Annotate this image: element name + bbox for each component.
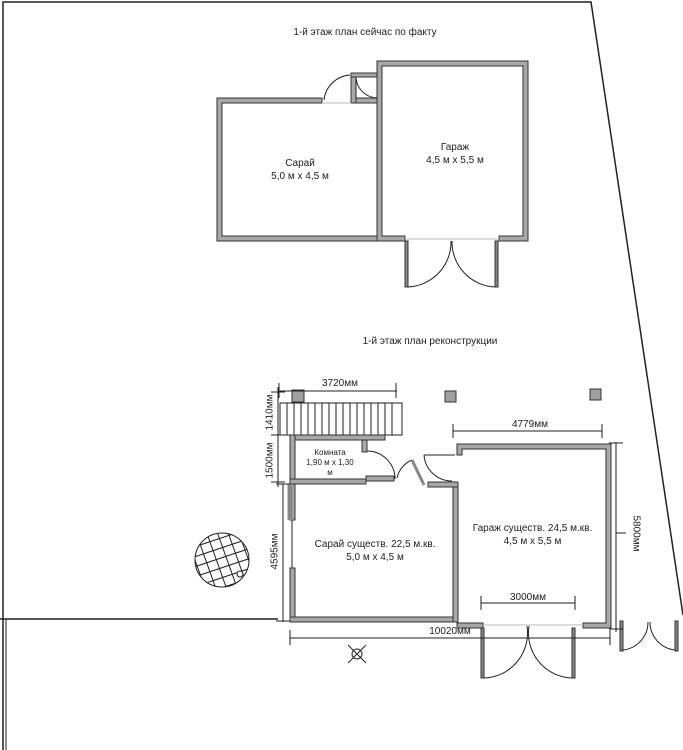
- dim-gate-width: 3000мм: [510, 592, 546, 603]
- dim-shed-depth: 4595мм: [269, 533, 281, 570]
- dim-total-width: 10020мм: [429, 626, 471, 637]
- current-shed-size: 5,0 м x 4,5 м: [271, 171, 329, 182]
- current-shed-name: Сарай: [285, 158, 315, 169]
- shed-window: [287, 484, 293, 568]
- dimension-lines: [271, 383, 626, 645]
- reconstruction-plan-title: 1-й этаж план реконструкции: [362, 336, 498, 347]
- pillars: [291, 388, 602, 403]
- room-name: Комната: [314, 448, 346, 457]
- dim-garage-depth: 5800мм: [630, 515, 642, 552]
- round-grid-icon: [194, 532, 250, 588]
- reconstruction-walls: [289, 434, 612, 629]
- reconstruction-shed-size: 5,0 м x 4,5 м: [346, 552, 404, 563]
- light-fixture-icon: [347, 644, 367, 664]
- current-garage-name: Гараж: [440, 142, 470, 153]
- current-plan-title: 1-й этаж план сейчас по факту: [293, 27, 437, 38]
- room-size: 1,90 м x 1,30: [306, 458, 354, 467]
- room-size-unit: м: [327, 468, 333, 477]
- dim-stairs-width: 3720мм: [322, 378, 358, 389]
- stairs: [279, 402, 403, 436]
- current-doors: [322, 74, 499, 288]
- dim-room-depth: 1500мм: [264, 442, 276, 479]
- current-shed-walls: [216, 72, 379, 242]
- reconstruction-doors: [366, 450, 679, 679]
- reconstruction-garage-name: Гараж существ. 24,5 м.кв.: [472, 523, 593, 534]
- reconstruction-garage-size: 4,5 м x 5,5 м: [503, 536, 562, 547]
- reconstruction-shed-name: Сарай существ. 22,5 м.кв.: [314, 539, 436, 550]
- dim-garage-width: 4779мм: [512, 419, 548, 430]
- current-garage-size: 4,5 м x 5,5 м: [426, 155, 484, 166]
